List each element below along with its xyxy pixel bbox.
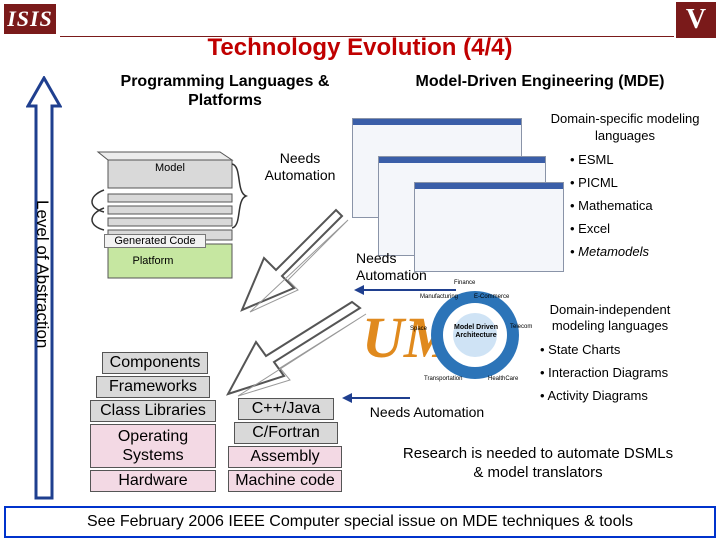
slide-title: Technology Evolution (4/4) <box>207 34 513 61</box>
dsml-item: • Excel <box>570 221 610 236</box>
curly-brace-icon <box>231 163 249 229</box>
generated-code-label: Generated Code <box>104 234 206 248</box>
stack-box-frameworks: Frameworks <box>96 376 210 398</box>
ring-label: E-Commerce <box>474 294 510 300</box>
dsml-item: • Metamodels <box>570 244 649 259</box>
mda-center-label: Model Driven Architecture <box>454 324 498 339</box>
abstraction-label: Level of Abstraction <box>33 200 52 349</box>
left-heading: Programming Languages & Platforms <box>120 73 330 109</box>
di-item: • Interaction Diagrams <box>540 365 669 380</box>
lang-box-assembly: Assembly <box>228 446 342 468</box>
dsml-list: • ESML • PICML • Mathematica • Excel • M… <box>570 148 710 263</box>
di-item: • Activity Diagrams <box>540 388 648 403</box>
ring-label: Telecom <box>510 324 533 330</box>
research-note: Research is needed to automate DSMLs & m… <box>402 445 674 481</box>
needs-automation-middle: Needs Automation <box>356 250 427 283</box>
lang-box-machine-code: Machine code <box>228 470 342 492</box>
hollow-arrow-lower <box>225 300 367 397</box>
ring-label: Finance <box>454 280 476 286</box>
lang-box-c-fortran: C/Fortran <box>234 422 338 444</box>
di-item: • State Charts <box>540 342 621 357</box>
isis-logo: ISIS <box>4 4 56 34</box>
needs-automation-top: Needs Automation <box>264 150 336 183</box>
abstraction-label-wrap: Level of Abstraction <box>30 200 54 360</box>
ring-label: Transportation <box>424 376 463 382</box>
di-list: • State Charts • Interaction Diagrams • … <box>540 338 716 407</box>
needs-automation-bottom: Needs Automation <box>369 404 485 420</box>
stack-box-hardware: Hardware <box>90 470 216 492</box>
tool-screenshot-3 <box>414 182 564 272</box>
stack-box-operating-systems: Operating Systems <box>90 424 216 468</box>
header-rule <box>60 36 674 37</box>
footer-note: See February 2006 IEEE Computer special … <box>4 506 716 538</box>
right-heading: Model-Driven Engineering (MDE) <box>415 73 665 90</box>
stack-box-components: Components <box>102 352 208 374</box>
ring-label: HealthCare <box>488 376 519 382</box>
vanderbilt-logo: V <box>676 2 716 38</box>
hollow-arrow-upper <box>240 208 349 313</box>
lang-box-cpp-java: C++/Java <box>238 398 334 420</box>
abstraction-arrow-icon <box>26 76 62 500</box>
dsml-item: • ESML <box>570 152 614 167</box>
platform-label: Platform <box>132 255 174 267</box>
stack-box-class-libraries: Class Libraries <box>90 400 216 422</box>
dsml-heading: Domain-specific modeling languages <box>550 111 700 143</box>
uml-logo: UML <box>362 305 491 370</box>
di-heading: Domain-independent modeling languages <box>549 302 671 333</box>
ring-label: Space <box>410 326 428 332</box>
ring-label: Manufacturing <box>420 294 459 300</box>
model-label: Model <box>155 162 185 174</box>
mda-ring-diagram <box>431 291 519 379</box>
dsml-item: • Mathematica <box>570 198 653 213</box>
left-arrow-bottom-icon <box>342 393 410 403</box>
left-arrow-middle-icon <box>354 285 456 295</box>
dsml-item: • PICML <box>570 175 618 190</box>
